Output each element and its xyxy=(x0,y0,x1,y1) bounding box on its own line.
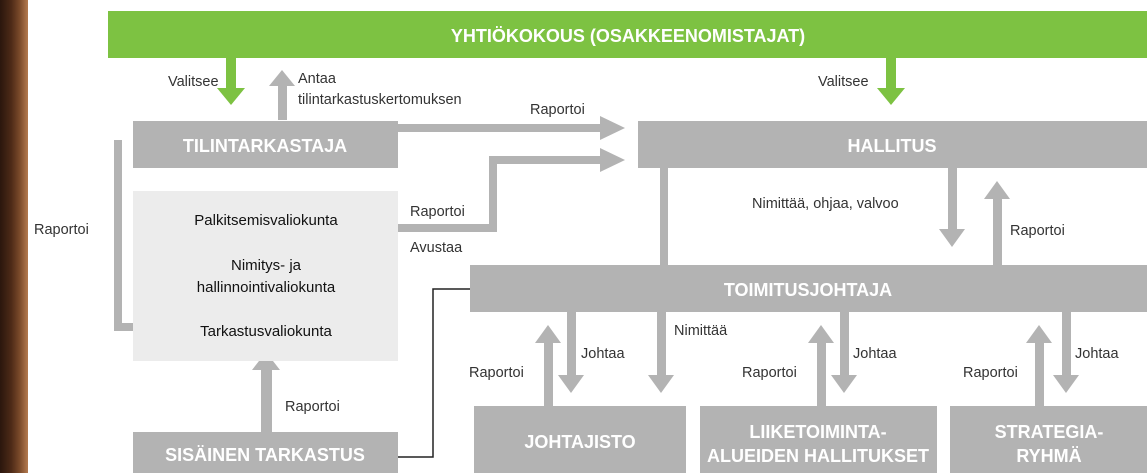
strategy-report-arrow-shaft xyxy=(1035,342,1044,406)
internal-audit-reports-label: Raportoi xyxy=(285,399,340,415)
appoints-arrow-shaft xyxy=(657,312,666,376)
board-box xyxy=(638,121,1147,168)
ceo-reports-board-label: Raportoi xyxy=(1010,223,1065,239)
mgmt-lead-arrowhead xyxy=(558,375,584,393)
business-report-arrowhead xyxy=(808,325,834,343)
management-team-label: JOHTAJISTO xyxy=(524,432,635,452)
committees-board-arrowhead xyxy=(600,148,625,172)
board-appoints-label: Nimittää, ohjaa, valvoo xyxy=(752,196,899,212)
business-leads-label: Johtaa xyxy=(853,346,897,362)
ceo-to-board-arrowhead xyxy=(984,181,1010,199)
management-team-box xyxy=(474,406,686,473)
background-photo-edge xyxy=(0,0,28,473)
elect-auditor-arrowhead xyxy=(217,88,245,105)
audit-committee: Tarkastusvaliokunta xyxy=(200,323,332,340)
internal-audit-ceo-line xyxy=(398,288,470,458)
auditor-reports-board-label: Raportoi xyxy=(530,102,585,118)
strategy-group-box xyxy=(950,406,1147,473)
board-to-ceo-arrow-shaft xyxy=(948,168,957,230)
business-lead-arrow-shaft xyxy=(840,312,849,376)
business-reports-label: Raportoi xyxy=(742,365,797,381)
board-to-ceo-arrowhead xyxy=(939,229,965,247)
business-report-arrow-shaft xyxy=(817,342,826,406)
nomination-committee-line1: Nimitys- ja xyxy=(231,257,302,274)
strategy-group-label-line2: RYHMÄ xyxy=(1016,446,1081,466)
mgmt-lead-arrow-shaft xyxy=(567,312,576,376)
internal-audit-arrow-shaft xyxy=(261,368,272,432)
ceo-label: TOIMITUSJOHTAJA xyxy=(724,280,892,300)
business-boards-box xyxy=(700,406,937,473)
committees-box xyxy=(133,191,398,361)
business-lead-arrowhead xyxy=(831,375,857,393)
auditor-reports-left-label: Raportoi xyxy=(34,222,89,238)
strategy-lead-arrowhead xyxy=(1053,375,1079,393)
mgmt-leads-label: Johtaa xyxy=(581,346,625,362)
elects-board-label: Valitsee xyxy=(818,74,869,90)
shareholders-meeting-box xyxy=(108,11,1147,58)
strategy-group-label-line1: STRATEGIA- xyxy=(995,422,1104,442)
elect-board-arrow-shaft xyxy=(886,58,896,90)
shareholders-meeting-label: YHTIÖKOKOUS (OSAKKEENOMISTAJAT) xyxy=(451,26,805,46)
elect-board-arrowhead xyxy=(877,88,905,105)
business-boards-label-line1: LIIKETOIMINTA- xyxy=(749,422,886,442)
strategy-leads-label: Johtaa xyxy=(1075,346,1119,362)
appoints-label: Nimittää xyxy=(674,323,728,339)
board-label: HALLITUS xyxy=(848,136,937,156)
elect-auditor-arrow-shaft xyxy=(226,58,236,90)
nomination-committee-line2: hallinnointivaliokunta xyxy=(197,279,336,296)
remuneration-committee: Palkitsemisvaliokunta xyxy=(194,212,338,229)
internal-audit-box xyxy=(133,432,398,473)
strategy-lead-arrow-shaft xyxy=(1062,312,1071,376)
auditor-report-arrowhead xyxy=(269,70,295,86)
ceo-to-board-arrow-shaft xyxy=(993,198,1002,265)
gives-report-label-line2: tilintarkastuskertomuksen xyxy=(298,92,462,108)
internal-audit-label: SISÄINEN TARKASTUS xyxy=(165,445,365,465)
strategy-report-arrowhead xyxy=(1026,325,1052,343)
ceo-box xyxy=(470,265,1147,312)
mgmt-reports-label: Raportoi xyxy=(469,365,524,381)
auditor-board-arrowhead xyxy=(600,116,625,140)
gives-report-label-line1: Antaa xyxy=(298,71,337,87)
mgmt-report-arrowhead xyxy=(535,325,561,343)
committees-report-label: Raportoi xyxy=(410,204,465,220)
auditor-report-arrow-shaft xyxy=(278,84,287,120)
elects-auditor-label: Valitsee xyxy=(168,74,219,90)
committees-to-board-line xyxy=(398,156,600,232)
strategy-reports-label: Raportoi xyxy=(963,365,1018,381)
appoints-arrowhead xyxy=(648,375,674,393)
mgmt-report-arrow-shaft xyxy=(544,342,553,406)
assists-label: Avustaa xyxy=(410,240,463,256)
business-boards-label-line2: ALUEIDEN HALLITUKSET xyxy=(707,446,929,466)
auditor-box xyxy=(133,121,398,168)
auditor-label: TILINTARKASTAJA xyxy=(183,136,347,156)
